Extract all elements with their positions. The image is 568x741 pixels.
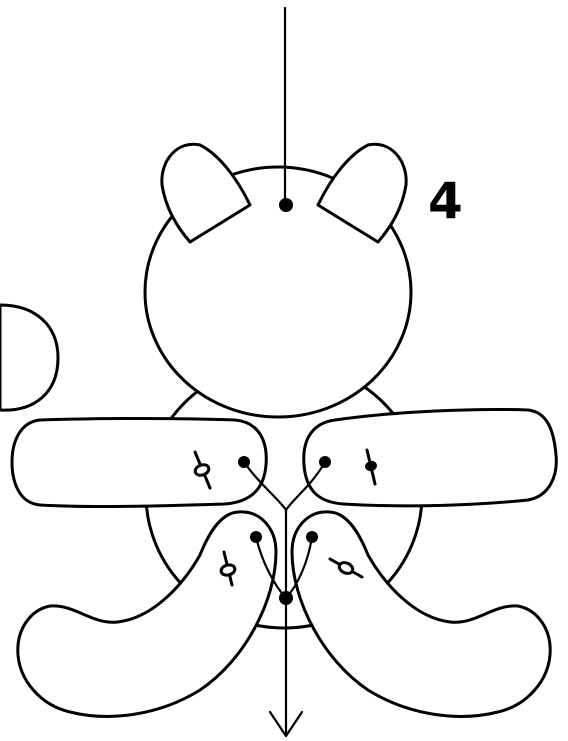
right-leg <box>292 512 550 717</box>
right-arm-joint <box>319 456 331 468</box>
right-leg-joint <box>306 531 318 543</box>
left-leg-joint <box>250 531 262 543</box>
head-joint-dot <box>279 198 293 212</box>
bear-tail <box>0 305 58 410</box>
left-leg <box>18 512 276 717</box>
right-arm <box>304 409 557 505</box>
step-number: 4 <box>428 172 463 230</box>
left-arm-joint <box>238 456 250 468</box>
left-arm <box>12 419 266 507</box>
